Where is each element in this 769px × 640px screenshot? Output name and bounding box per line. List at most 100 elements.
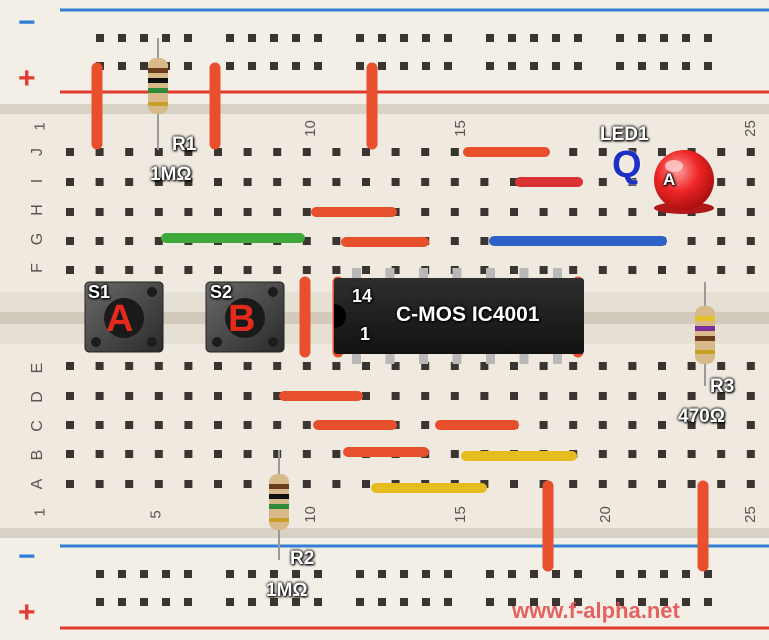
chip-pin: [352, 268, 361, 280]
breadboard-hole: [658, 480, 666, 488]
row-label-h: H: [29, 204, 46, 216]
breadboard-hole: [302, 208, 311, 216]
breadboard-hole: [184, 178, 193, 186]
breadboard-hole: [391, 148, 400, 156]
breadboard-hole: [552, 598, 560, 606]
chip-pin: [553, 352, 562, 364]
breadboard-hole: [616, 62, 624, 70]
breadboard-hole: [422, 62, 430, 70]
breadboard-hole: [746, 392, 755, 400]
output-q-label: Q: [612, 144, 642, 186]
breadboard-hole: [95, 362, 104, 370]
breadboard-hole: [243, 421, 252, 429]
resistor-r1: [148, 38, 168, 150]
chip-pin-1-label: 1: [360, 324, 371, 344]
breadboard-hole: [243, 178, 252, 186]
breadboard-hole: [118, 598, 126, 606]
breadboard-hole: [214, 178, 222, 186]
breadboard-hole: [598, 148, 607, 156]
breadboard-hole: [356, 34, 364, 42]
breadboard-hole: [574, 598, 582, 606]
breadboard-hole: [214, 450, 222, 458]
breadboard-hole: [332, 178, 341, 186]
breadboard-hole: [125, 266, 134, 274]
breadboard-hole: [362, 392, 370, 400]
row-label-i: I: [29, 178, 46, 184]
led1-name-label: LED1: [600, 124, 649, 145]
top-minus-symbol: −: [18, 6, 36, 39]
breadboard-hole: [638, 34, 646, 42]
breadboard-hole: [162, 34, 170, 42]
breadboard-hole: [510, 208, 518, 216]
breadboard-hole: [400, 598, 408, 606]
push-button-s1: [84, 281, 164, 353]
breadboard-hole: [140, 62, 148, 70]
breadboard-hole: [302, 178, 311, 186]
breadboard-hole: [444, 598, 452, 606]
breadboard-hole: [162, 598, 170, 606]
breadboard-hole: [243, 480, 252, 488]
chip-pin: [553, 268, 562, 280]
breadboard-hole: [248, 570, 256, 578]
breadboard-hole: [362, 480, 370, 488]
breadboard-hole: [450, 208, 459, 216]
breadboard-hole: [510, 266, 518, 274]
breadboard-hole: [574, 34, 582, 42]
breadboard-hole: [302, 480, 311, 488]
col-label-10-bottom: 10: [301, 506, 319, 523]
breadboard-hole: [628, 362, 637, 370]
chip-pin: [419, 352, 428, 364]
breadboard-hole: [422, 598, 430, 606]
breadboard-hole: [154, 450, 163, 458]
breadboard-hole: [162, 570, 170, 578]
breadboard-hole: [214, 392, 222, 400]
col-label-25-top: 25: [741, 120, 759, 137]
breadboard-hole: [569, 266, 578, 274]
breadboard-hole: [628, 480, 637, 488]
breadboard-hole: [569, 392, 578, 400]
breadboard-hole: [480, 237, 489, 245]
breadboard-hole: [746, 148, 755, 156]
breadboard-hole: [184, 34, 192, 42]
breadboard-hole: [421, 421, 430, 429]
breadboard-hole: [66, 392, 74, 400]
breadboard-hole: [687, 421, 696, 429]
breadboard-hole: [638, 570, 646, 578]
breadboard-hole: [658, 266, 666, 274]
breadboard-hole: [125, 392, 134, 400]
breadboard-hole: [450, 148, 459, 156]
breadboard-hole: [248, 34, 256, 42]
breadboard-hole: [660, 62, 668, 70]
row-label-b: B: [29, 449, 46, 461]
breadboard-hole: [510, 480, 518, 488]
breadboard-hole: [717, 421, 726, 429]
breadboard-hole: [569, 480, 578, 488]
breadboard-hole: [530, 34, 538, 42]
breadboard-hole: [66, 208, 74, 216]
row-label-c: C: [29, 420, 46, 432]
breadboard-hole: [660, 34, 668, 42]
chip-pin: [385, 352, 395, 364]
breadboard-hole: [616, 598, 624, 606]
resistor-r3: [695, 282, 715, 386]
breadboard-hole: [717, 450, 726, 458]
breadboard-hole: [154, 392, 163, 400]
col-label-25-bottom: 25: [741, 506, 759, 523]
breadboard-hole: [273, 362, 282, 370]
chip-pin: [352, 352, 361, 364]
breadboard-hole: [302, 362, 311, 370]
row-label-a: A: [29, 478, 46, 490]
breadboard-hole: [66, 237, 74, 245]
breadboard-hole: [687, 480, 696, 488]
breadboard-hole: [687, 266, 696, 274]
row-label-f: F: [29, 263, 46, 273]
input-b-label: B: [228, 298, 256, 340]
breadboard-hole: [391, 178, 400, 186]
breadboard-hole: [270, 34, 278, 42]
breadboard-hole: [598, 450, 607, 458]
breadboard-hole: [746, 237, 755, 245]
breadboard-hole: [391, 266, 400, 274]
breadboard-hole: [292, 34, 300, 42]
breadboard-hole: [682, 34, 690, 42]
